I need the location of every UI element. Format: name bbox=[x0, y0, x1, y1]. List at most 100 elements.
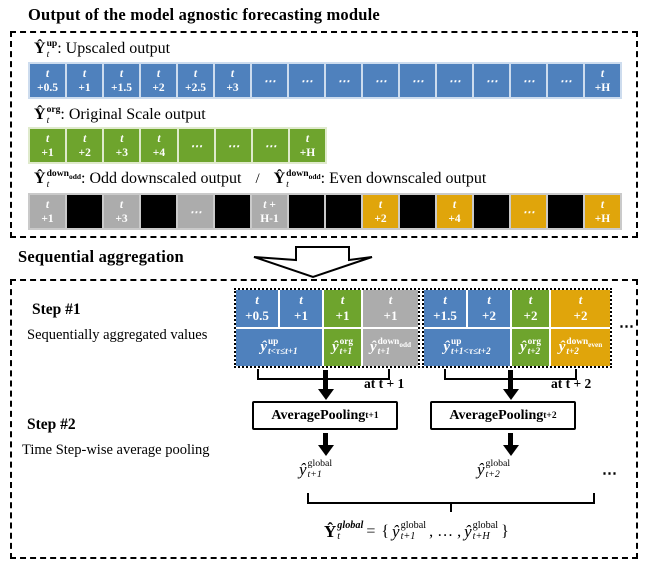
section1-title: Output of the model agnostic forecasting… bbox=[28, 5, 380, 24]
forecast-cell: t +4 bbox=[141, 129, 177, 162]
arrow-to-pool1-icon bbox=[317, 370, 334, 400]
forecast-cell: t +1 bbox=[67, 64, 102, 97]
forecast-cell: t +3 bbox=[104, 195, 139, 228]
forecast-cell: ⋯ bbox=[178, 195, 213, 228]
agg-cell: t +2 bbox=[512, 290, 549, 327]
forecast-cell: t +4 bbox=[437, 195, 472, 228]
sequential-aggregation-box: Step #1 Sequentially aggregated values t… bbox=[10, 279, 638, 559]
forecast-cell: ⋯ bbox=[178, 129, 214, 162]
section2-heading: Sequential aggregation bbox=[18, 247, 184, 266]
forecast-cell: t + H-1 bbox=[252, 195, 287, 228]
forecast-cell: ⋯ bbox=[326, 64, 361, 97]
forecast-cell bbox=[141, 195, 176, 228]
forecast-cell: t +H bbox=[585, 64, 620, 97]
forecast-cell bbox=[215, 195, 250, 228]
forecast-cell: t +H bbox=[289, 129, 325, 162]
forecast-cell: t +H bbox=[585, 195, 620, 228]
equals-sign: = bbox=[366, 522, 376, 540]
forecast-cell: ⋯ bbox=[400, 64, 435, 97]
arrow-to-out1-icon bbox=[317, 433, 334, 456]
step2-title: Step #2 bbox=[27, 416, 76, 433]
forecast-cell: ⋯ bbox=[252, 64, 287, 97]
at-t1-label: at t + 1 bbox=[364, 376, 405, 391]
close-brace: } bbox=[501, 522, 509, 540]
forecast-cell: t +2 bbox=[141, 64, 176, 97]
agg-cell: t +1.5 bbox=[424, 290, 466, 327]
downscaled-output-row: t +1 t +3 ⋯ t + H-1 t +2 t +4 ⋯ t +H bbox=[28, 193, 622, 230]
agg-cell: t +0.5 bbox=[236, 290, 278, 327]
agg-cell: t +2 bbox=[551, 290, 610, 327]
step1-desc: Sequentially aggregated values bbox=[27, 327, 208, 343]
forecast-cell: t +1.5 bbox=[104, 64, 139, 97]
forecast-cell: ⋯ bbox=[215, 129, 251, 162]
forecast-cell: ⋯ bbox=[363, 64, 398, 97]
outputs-ellipsis: ⋯ bbox=[602, 466, 618, 482]
upscaled-label-text: : Upscaled output bbox=[57, 40, 171, 58]
forecast-cell: ⋯ bbox=[252, 129, 288, 162]
forecast-cell: ⋯ bbox=[289, 64, 324, 97]
agg-cell: t +1 bbox=[280, 290, 322, 327]
forecast-cell bbox=[67, 195, 102, 228]
forecast-cell: t +2 bbox=[67, 129, 103, 162]
forecast-cell: ⋯ bbox=[474, 64, 509, 97]
arrow-to-out2-icon bbox=[502, 433, 519, 456]
forecast-cell: t +3 bbox=[104, 129, 140, 162]
forecast-cell: ⋯ bbox=[511, 64, 546, 97]
open-brace: { bbox=[381, 522, 390, 540]
down-even-label-text: : Even downscaled output bbox=[320, 170, 487, 188]
forecast-cell bbox=[326, 195, 361, 228]
forecast-cell: ⋯ bbox=[437, 64, 472, 97]
down-arrow-icon bbox=[253, 246, 373, 279]
agg-cell: t +1 bbox=[324, 290, 361, 327]
forecast-cell: ⋯ bbox=[511, 195, 546, 228]
group1-top-row: t +0.5 t +1 t +1 t +1 bbox=[236, 290, 418, 327]
forecast-cell bbox=[400, 195, 435, 228]
forecast-cell: ⋯ bbox=[548, 64, 583, 97]
forecast-cell: t +1 bbox=[30, 195, 65, 228]
forecast-cell: t +1 bbox=[30, 129, 66, 162]
forecast-cell: t +2 bbox=[363, 195, 398, 228]
agg-cell: t +1 bbox=[363, 290, 418, 327]
at-t2-label: at t + 2 bbox=[551, 376, 592, 391]
collect-brace bbox=[307, 493, 595, 504]
forecast-cell: t +2.5 bbox=[178, 64, 213, 97]
agg-cell: t +2 bbox=[468, 290, 510, 327]
forecast-cell bbox=[474, 195, 509, 228]
forecast-cell: t +0.5 bbox=[30, 64, 65, 97]
down-odd-label-text: : Odd downscaled output bbox=[81, 170, 242, 188]
original-label-text: : Original Scale output bbox=[60, 106, 206, 124]
groups-ellipsis: ⋯ bbox=[619, 319, 635, 335]
group2-top-row: t +1.5 t +2 t +2 t +2 bbox=[424, 290, 610, 327]
arrow-to-pool2-icon bbox=[502, 370, 519, 400]
forecast-cell: t +3 bbox=[215, 64, 250, 97]
step2-desc: Time Step-wise average pooling bbox=[22, 442, 210, 458]
step1-title: Step #1 bbox=[32, 301, 81, 318]
ellipsis: , … , bbox=[429, 522, 462, 540]
